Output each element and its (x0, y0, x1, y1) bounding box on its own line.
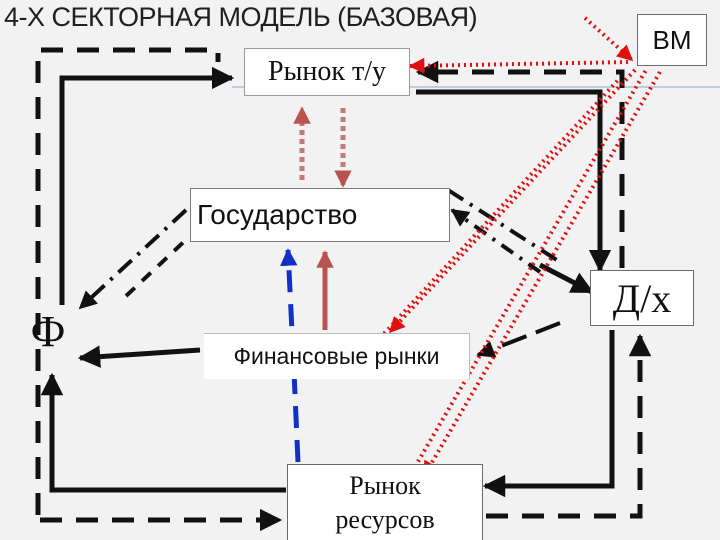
node-vm: ВМ (637, 14, 707, 66)
node-financial-markets: Финансовые рынки (204, 333, 470, 379)
flow-households-to-finance (476, 321, 561, 358)
node-financial-markets-label: Финансовые рынки (233, 343, 440, 369)
node-goods-market-label: Рынок т/у (268, 56, 386, 87)
node-vm-label: ВМ (652, 24, 692, 55)
node-households: Д/х (590, 270, 694, 326)
flow-vm-goods-1 (408, 57, 631, 74)
flow-finance-to-firms (77, 345, 201, 368)
flow-gov-to-households (446, 188, 562, 264)
flow-vm-goods-2 (583, 16, 634, 62)
flow-firms-to-goods (59, 66, 235, 305)
flow-dashed-households-to-goods (415, 60, 625, 268)
flow-goods-to-households (416, 89, 612, 273)
node-government-label: Государство (197, 199, 358, 230)
flow-resources-to-firms (40, 372, 286, 493)
flow-households-to-gov (450, 208, 542, 274)
node-resource-market: Рынок ресурсов (287, 464, 483, 540)
flow-dashed-resources-to-households (486, 333, 652, 519)
flow-firms-to-gov (124, 234, 192, 298)
flow-households-to-resources (482, 330, 615, 498)
flow-finance-to-vm (378, 76, 622, 340)
node-goods-market: Рынок т/у (244, 48, 410, 96)
node-firms: Ф (18, 300, 78, 362)
flow-dashed-left-outer (35, 47, 221, 515)
node-households-label: Д/х (612, 275, 672, 321)
node-firms-label: Ф (30, 306, 66, 356)
flow-to-households-hh (538, 262, 594, 295)
node-resource-market-label: Рынок ресурсов (335, 470, 435, 534)
page-title: 4-Х СЕКТОРНАЯ МОДЕЛЬ (БАЗОВАЯ) (4, 2, 478, 32)
flow-gov-to-firms (78, 208, 188, 310)
flow-resources-to-gov (280, 248, 301, 463)
node-government: Государство (190, 188, 450, 242)
